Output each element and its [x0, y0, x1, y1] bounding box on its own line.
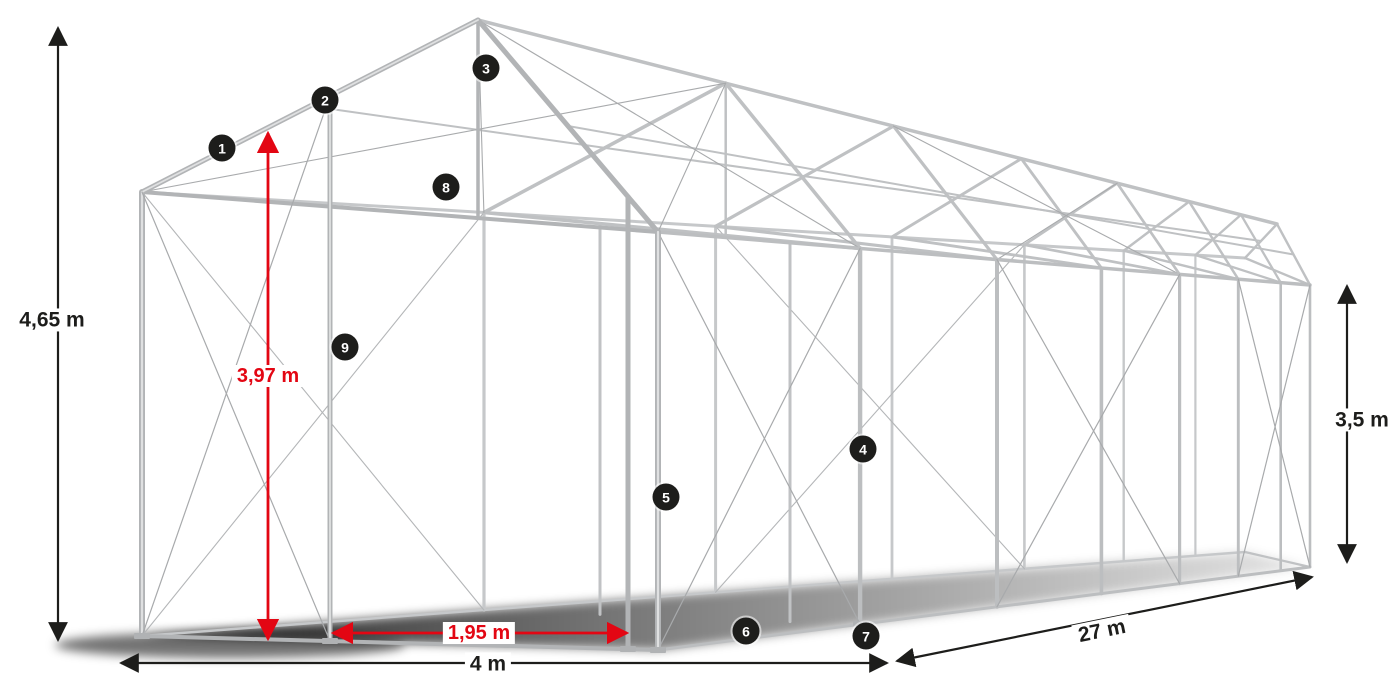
dimension-entrance-width-label: 1,95 m	[442, 622, 516, 644]
dimension-side-height-label: 3,5 m	[1330, 408, 1394, 432]
far-wall-frame	[140, 190, 1247, 638]
marker-7: 7	[852, 622, 880, 650]
dimension-inner-height-label: 3,97 m	[231, 365, 305, 387]
marker-4: 4	[849, 435, 877, 463]
marker-3: 3	[472, 54, 500, 82]
marker-9: 9	[331, 333, 359, 361]
marker-6: 6	[732, 617, 760, 645]
marker-8: 8	[432, 173, 460, 201]
dimension-front-width-label: 4 m	[464, 652, 512, 676]
marker-5: 5	[652, 483, 680, 511]
near-wall-frame	[656, 230, 1312, 652]
floor-shadow	[55, 552, 1310, 658]
front-gable-frame	[134, 17, 867, 653]
dimension-total-height-label: 4,65 m	[14, 308, 90, 332]
interior-posts	[598, 222, 1312, 624]
marker-1: 1	[208, 134, 236, 162]
marker-2: 2	[311, 86, 339, 114]
roof-frame	[141, 18, 1312, 287]
